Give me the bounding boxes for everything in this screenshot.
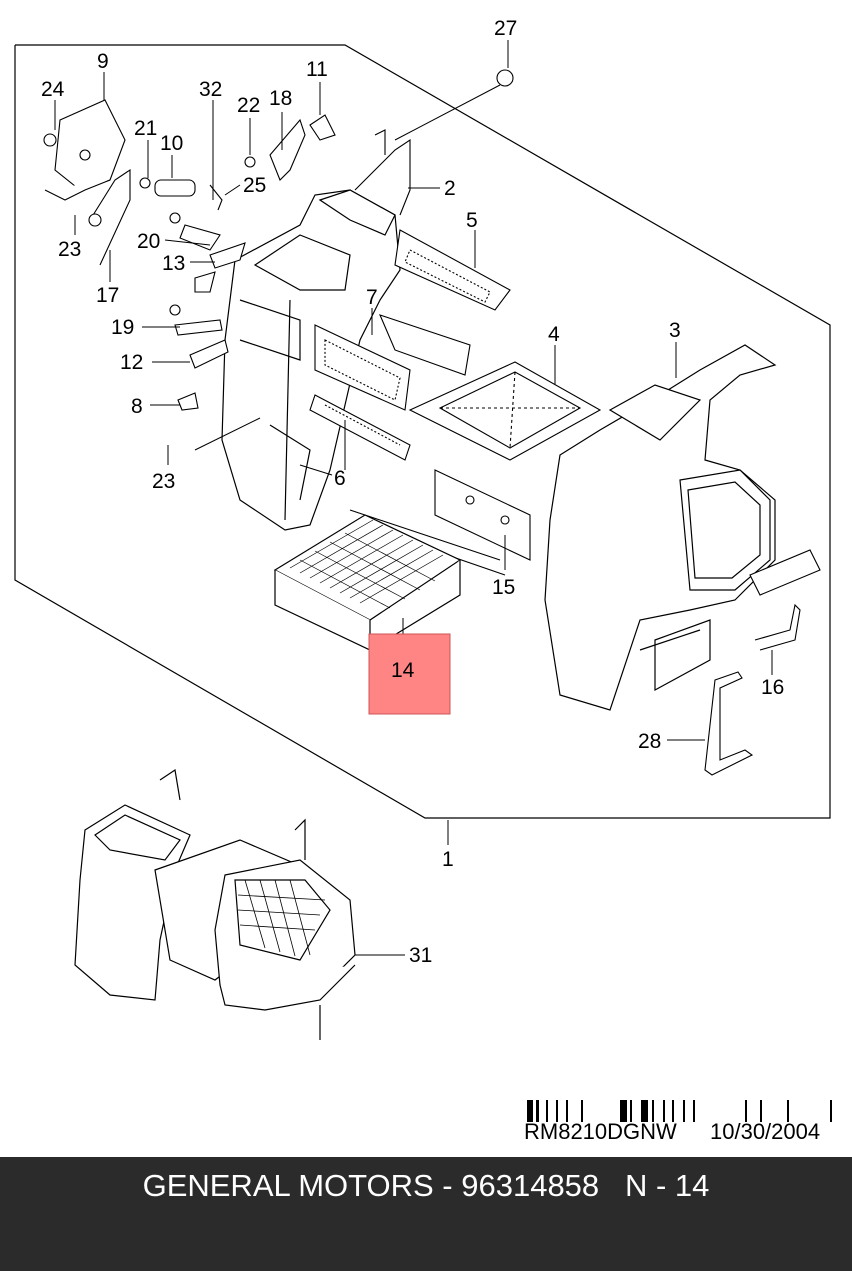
part-label: 22	[237, 94, 260, 117]
part-5	[394, 229, 511, 311]
part-28	[704, 671, 754, 776]
housing-right	[544, 344, 777, 711]
part-label: 2	[444, 177, 456, 200]
part-label: 28	[638, 730, 661, 753]
part-label: 11	[306, 58, 328, 81]
part-labels: 27 9 24 32 22 18 11 21 10 2 25 5 23 20 1…	[41, 17, 784, 967]
part-4	[408, 361, 602, 461]
part-label: 19	[111, 316, 134, 339]
part-label: 20	[137, 230, 160, 253]
part-label: 24	[41, 78, 65, 101]
part-label: 23	[152, 470, 175, 493]
assembly-frame	[14, 44, 831, 819]
part-label: 6	[334, 467, 346, 490]
part-label: 12	[120, 351, 143, 374]
housing-left	[221, 189, 401, 531]
parts-diagram: 27 9 24 32 22 18 11 21 10 2 25 5 23 20 1…	[14, 17, 832, 1144]
linkage-parts	[43, 69, 514, 411]
doc-code: RM8210DGNW	[524, 1119, 677, 1144]
part-label: 7	[366, 286, 378, 309]
footer-bar	[0, 1157, 852, 1271]
part-label: 1	[442, 848, 454, 871]
part-label: 4	[548, 323, 560, 346]
footer-title: GENERAL MOTORS - 96314858 N - 14	[142, 1168, 710, 1203]
part-label: 15	[492, 576, 515, 599]
part-label: 31	[409, 944, 432, 967]
part-label: 16	[761, 676, 784, 699]
part-label: 8	[131, 395, 143, 418]
part-14-heater-core	[273, 514, 462, 651]
part-label: 10	[160, 132, 183, 155]
part-label: 3	[669, 319, 681, 342]
part-label: 13	[162, 252, 185, 275]
part-2	[354, 129, 411, 216]
part-7	[314, 314, 471, 411]
part-label: 9	[97, 50, 109, 73]
part-6	[309, 394, 411, 461]
part-label: 25	[243, 174, 266, 197]
part-label: 32	[199, 78, 222, 101]
part-label: 21	[134, 117, 157, 140]
part-16	[749, 549, 821, 651]
part-label: 5	[466, 209, 478, 232]
blower-assembly	[74, 768, 356, 1040]
highlight-box	[368, 633, 451, 715]
part-label: 14	[391, 659, 415, 682]
part-label: 23	[58, 238, 81, 261]
doc-barcode	[527, 1100, 832, 1122]
part-label: 17	[96, 284, 119, 307]
part-label: 18	[269, 87, 292, 110]
part-label: 27	[494, 17, 517, 40]
doc-date: 10/30/2004	[710, 1119, 820, 1144]
